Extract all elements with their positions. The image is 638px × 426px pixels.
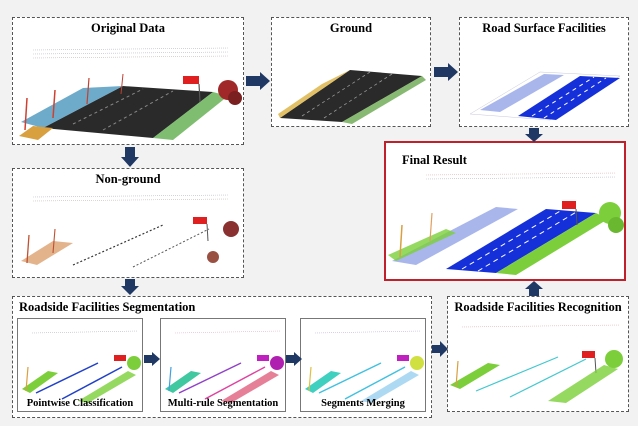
pointwise-classification-subpanel: Pointwise Classification bbox=[17, 318, 143, 412]
arrow-road-surface-to-final bbox=[525, 128, 543, 142]
original-data-panel: Original Data bbox=[12, 17, 244, 145]
arrow-pointwise-to-multirule bbox=[144, 352, 160, 366]
multi-rule-segmentation-point-cloud bbox=[165, 330, 284, 403]
pointwise-classification-point-cloud bbox=[22, 330, 141, 403]
roadside-facilities-recognition-title: Roadside Facilities Recognition bbox=[454, 300, 622, 314]
arrow-recognition-to-final bbox=[525, 281, 543, 296]
arrow-original-to-non-ground bbox=[121, 147, 139, 167]
final-result-panel: Final Result bbox=[384, 141, 626, 281]
non-ground-panel: Non-ground bbox=[12, 168, 244, 278]
road-surface-facilities-title: Road Surface Facilities bbox=[482, 21, 606, 35]
final-result-point-cloud bbox=[388, 172, 624, 275]
ground-point-cloud bbox=[278, 70, 426, 124]
arrow-multirule-to-merging bbox=[286, 352, 302, 366]
arrow-segmentation-to-recognition bbox=[432, 341, 448, 357]
roadside-facilities-segmentation-title: Roadside Facilities Segmentation bbox=[19, 300, 196, 314]
original-data-title: Original Data bbox=[91, 21, 165, 35]
pointwise-classification-caption: Pointwise Classification bbox=[26, 398, 134, 409]
final-result-title: Final Result bbox=[402, 153, 467, 167]
non-ground-point-cloud bbox=[21, 194, 239, 268]
segments-merging-caption: Segments Merging bbox=[321, 398, 405, 409]
segments-merging-subpanel: Segments Merging bbox=[300, 318, 426, 412]
arrow-original-to-ground bbox=[246, 72, 270, 90]
multi-rule-segmentation-subpanel: Multi-rule Segmentation bbox=[160, 318, 286, 412]
arrow-non-ground-to-segmentation bbox=[121, 279, 139, 295]
multi-rule-segmentation-caption: Multi-rule Segmentation bbox=[167, 398, 279, 409]
roadside-recognition-point-cloud bbox=[450, 324, 623, 403]
ground-title: Ground bbox=[329, 21, 373, 35]
original-data-point-cloud bbox=[19, 47, 242, 140]
segments-merging-point-cloud bbox=[305, 330, 424, 403]
road-surface-point-cloud bbox=[469, 71, 621, 121]
non-ground-title: Non-ground bbox=[95, 172, 161, 186]
roadside-facilities-recognition-panel: Roadside Facilities Recognition bbox=[447, 296, 629, 412]
ground-panel: Ground bbox=[271, 17, 431, 127]
road-surface-facilities-panel: Road Surface Facilities bbox=[459, 17, 629, 127]
arrow-ground-to-road-surface bbox=[434, 63, 458, 81]
